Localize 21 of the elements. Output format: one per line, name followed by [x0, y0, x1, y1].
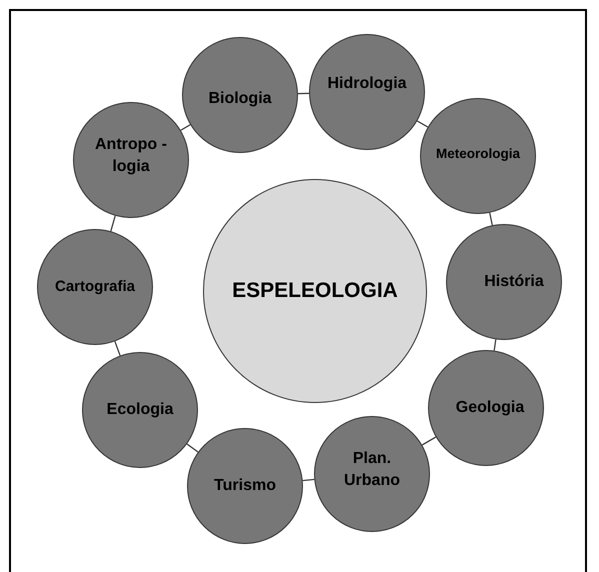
topic-label: Ecologia: [106, 400, 174, 420]
topic-label: Meteorologia: [436, 144, 520, 163]
connector-line: [302, 478, 314, 482]
connector-line: [416, 120, 428, 128]
connector-line: [186, 444, 198, 452]
connector-line: [180, 124, 190, 131]
connector-line: [298, 92, 310, 94]
topic-label: Cartografia: [54, 276, 136, 297]
connector-line: [489, 212, 493, 226]
connector-line: [422, 436, 436, 446]
connector-line: [494, 339, 496, 351]
topic-label: Turismo: [214, 476, 276, 496]
connector-line: [114, 341, 121, 356]
topic-label: Plan. Urbano: [343, 449, 401, 491]
topic-label: Geologia: [456, 398, 524, 418]
topic-label: História: [484, 272, 544, 292]
connector-line: [110, 216, 116, 232]
topic-label: Hidrologia: [327, 74, 407, 94]
main-title: ESPELEOLOGIA: [232, 278, 398, 304]
topic-label: Antropo - logia: [94, 135, 168, 177]
topic-label: Biologia: [208, 89, 272, 110]
